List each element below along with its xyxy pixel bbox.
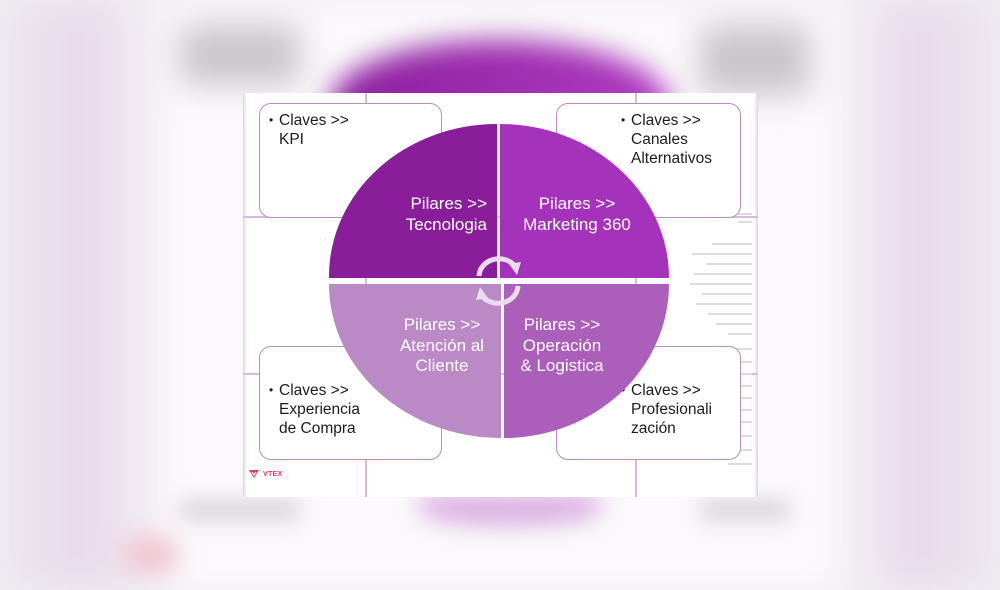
bullet-icon: • [269, 113, 274, 127]
vtex-logo-icon [249, 470, 259, 478]
quadrant-operacion-logistica: Pilares >> Operación & Logistica [504, 284, 669, 438]
pilares-circle: Pilares >> Tecnologia Pilares >> Marketi… [329, 124, 669, 438]
backdrop-shadow-left [180, 500, 300, 520]
pilar-label-marketing-360: Pilares >> Marketing 360 [523, 194, 631, 234]
backdrop-right [850, 0, 1000, 590]
bullet-icon: • [621, 113, 626, 127]
bullet-icon: • [269, 383, 274, 397]
clave-text-profesionalizacion: • Claves >> Profesionali zación [621, 381, 712, 438]
backdrop-circle-bottom [420, 495, 600, 525]
quadrant-tecnologia: Pilares >> Tecnologia [329, 124, 497, 278]
quadrant-marketing-360: Pilares >> Marketing 360 [500, 124, 669, 278]
slide-edge-left [243, 93, 247, 497]
pilar-label-operacion-logistica: Pilares >> Operación & Logistica [520, 315, 604, 375]
backdrop-box-right [700, 25, 810, 95]
clave-text-kpi: • Claves >> KPI [269, 112, 349, 148]
backdrop-left [0, 0, 150, 590]
slide-edge-right [754, 93, 758, 497]
circular-arrow-bottom-icon [476, 285, 521, 306]
decorative-stripes [682, 213, 752, 473]
vtex-logo: VTEX [248, 469, 282, 479]
pilar-label-tecnologia: Pilares >> Tecnologia [405, 194, 487, 234]
backdrop-logo-blur [120, 535, 180, 575]
clave-text-experiencia-compra: • Claves >> Experiencia de Compra [269, 382, 360, 437]
vtex-logo-text: VTEX [263, 470, 283, 478]
presentation-slide: • Claves >> KPI • Claves >> Canales Alte… [243, 93, 758, 497]
clave-text-canales-alternativos: • Claves >> Canales Alternativos [621, 112, 712, 167]
circular-arrow-top-icon [476, 256, 521, 277]
pilar-label-atencion-cliente: Pilares >> Atención al Cliente [399, 315, 485, 375]
backdrop-shadow-right [700, 500, 790, 520]
backdrop-box-left [180, 25, 300, 85]
